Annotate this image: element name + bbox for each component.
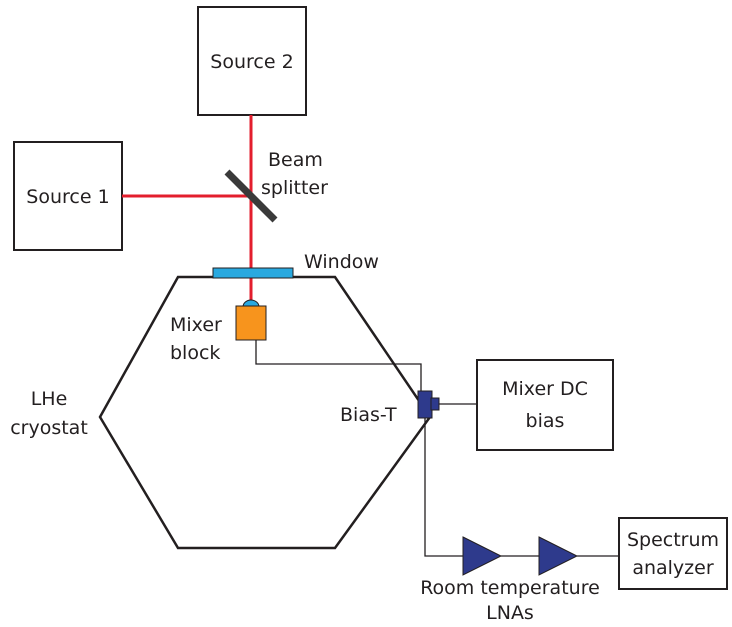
- mixer-dc-bias-box: [476, 359, 614, 451]
- mixer-dc-bias-label-line2: bias: [526, 410, 565, 432]
- spectrum-analyzer-label-line2: analyzer: [632, 557, 714, 579]
- mixer-block: [235, 305, 267, 341]
- beam-splitter: [224, 169, 278, 223]
- lna1-triangle: [462, 536, 503, 576]
- lna-label-line2: LNAs: [486, 602, 534, 624]
- spectrum-analyzer-label-line1: Spectrum: [627, 529, 719, 551]
- source1-box: [13, 141, 123, 251]
- cryostat-label-line1: LHe: [31, 388, 68, 410]
- lna-label-line1: Room temperature: [420, 577, 600, 599]
- window-label: Window: [304, 251, 379, 273]
- lna2-triangle: [538, 536, 579, 576]
- spectrum-analyzer-box: [618, 517, 728, 590]
- mixer-to-bias-t-wire: [255, 340, 422, 392]
- bias-t: [417, 390, 440, 419]
- bias-t-to-lna-wire: [424, 418, 463, 557]
- mixer-dc-bias-label-line1: Mixer DC: [502, 378, 588, 400]
- beam-splitter-label-line1: Beam: [268, 149, 323, 171]
- window: [212, 267, 294, 279]
- cryostat-label-line2: cryostat: [10, 417, 88, 439]
- source1-label: Source 1: [26, 186, 109, 208]
- cryostat-outline: [98, 275, 432, 550]
- source2-label: Source 2: [210, 51, 293, 73]
- bias-t-label: Bias-T: [340, 404, 397, 426]
- mixer-block-label-line2: block: [170, 342, 220, 364]
- mixer-block-label-line1: Mixer: [170, 314, 222, 336]
- beam-splitter-label-line2: splitter: [261, 177, 328, 199]
